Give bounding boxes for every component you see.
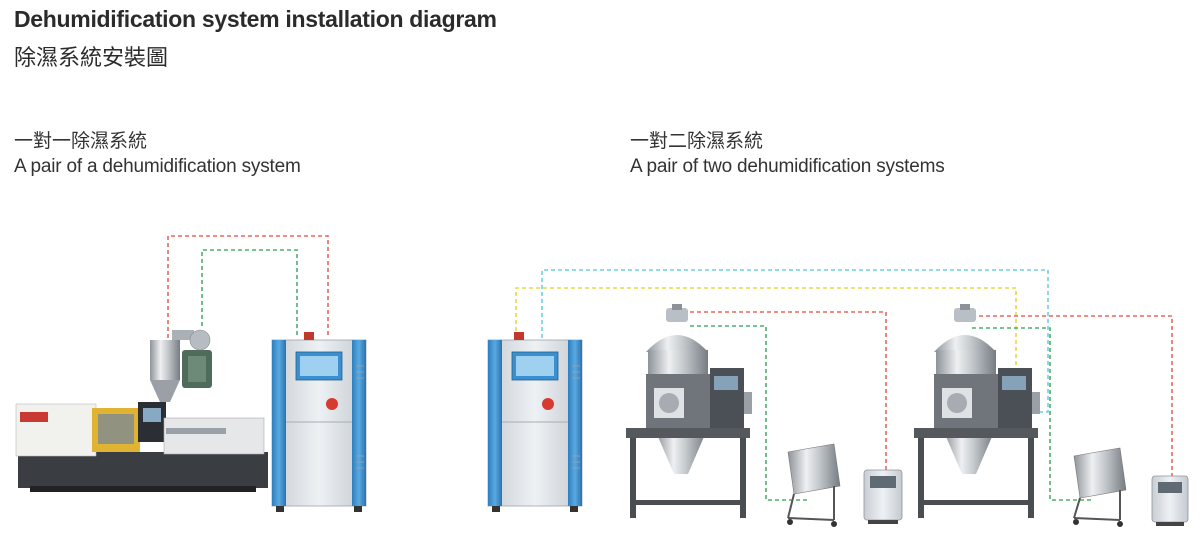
vacuum-loader-unit-2	[1151, 475, 1189, 526]
material-cart-1	[787, 443, 841, 527]
shared-line-yellow	[515, 287, 1017, 412]
shared-line-cyan	[541, 269, 1049, 413]
convey-line-red-2	[972, 315, 1173, 476]
section-two-title-chinese: 一對二除濕系統	[630, 130, 764, 152]
material-cart-2	[1073, 447, 1127, 527]
drying-hopper-stand-2	[914, 304, 1040, 518]
convey-line-green-1	[690, 325, 808, 501]
return-air-line-red	[167, 235, 329, 338]
vacuum-loader-unit-1	[863, 469, 903, 524]
section-two-title: A pair of two dehumidification systems	[630, 156, 945, 177]
diagram-title: Dehumidification system installation dia…	[14, 6, 497, 32]
connection-lines	[167, 235, 1173, 501]
supply-air-line-green	[201, 249, 298, 338]
section-one-title: A pair of a dehumidification system	[14, 156, 301, 177]
diagram-title-chinese: 除濕系統安裝圖	[14, 46, 169, 71]
injection-molding-machine	[15, 329, 268, 492]
dehumidifier-cabinet-left	[271, 332, 367, 512]
drying-hopper-stand-1	[626, 304, 752, 518]
dehumidifier-cabinet-right	[487, 332, 583, 512]
convey-line-green-2	[972, 327, 1092, 501]
convey-line-red-1	[690, 311, 887, 470]
section-one-title-chinese: 一對一除濕系統	[14, 130, 148, 152]
